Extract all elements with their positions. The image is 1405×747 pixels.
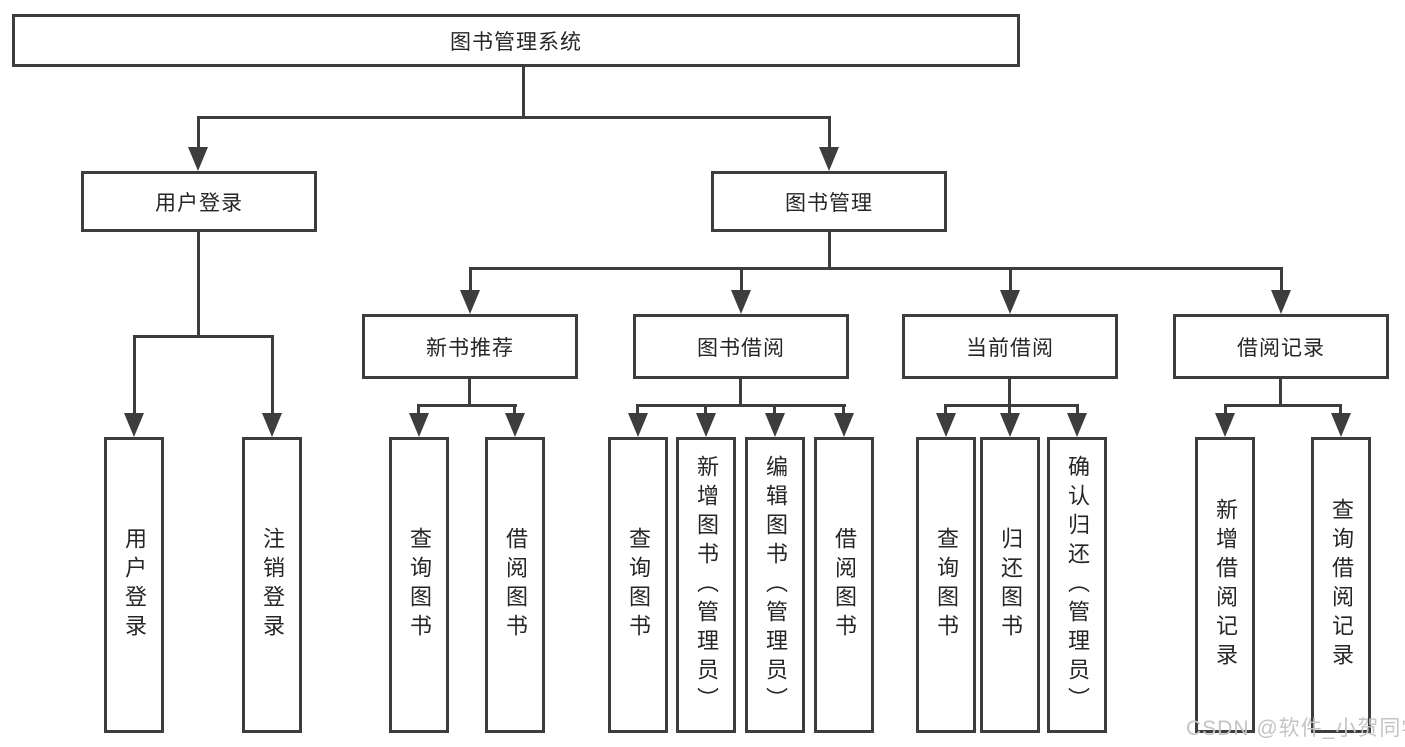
connector-book-borrow-stem xyxy=(739,377,742,407)
connector-root-stem xyxy=(522,66,525,118)
arrowhead xyxy=(936,413,956,437)
connector-arm xyxy=(1339,404,1342,415)
arrowhead-user-login xyxy=(188,147,208,171)
connector-borrow-records-stem xyxy=(1279,377,1282,407)
arrowhead xyxy=(1067,413,1087,437)
arrowhead-current-borrow xyxy=(1000,290,1020,314)
connector-book-management-horizontal xyxy=(469,267,1283,270)
connector-arm xyxy=(513,404,516,415)
connector-book-borrow-horizontal xyxy=(636,404,846,407)
arrowhead-borrow-records xyxy=(1271,290,1291,314)
node-root: 图书管理系统 xyxy=(12,14,1020,67)
leaf-edit-books-admin: 编辑图书（管理员） xyxy=(745,437,805,733)
connector-new-book-stem xyxy=(468,377,471,407)
connector-arm-new-book xyxy=(469,267,472,292)
leaf-logout: 注销登录 xyxy=(242,437,302,733)
node-current-borrow: 当前借阅 xyxy=(902,314,1118,379)
arrowhead-new-book xyxy=(460,290,480,314)
arrowhead xyxy=(505,413,525,437)
node-book-borrow: 图书借阅 xyxy=(633,314,849,379)
connector-current-borrow-horizontal xyxy=(944,404,1079,407)
connector-arm xyxy=(773,404,776,415)
connector-arm-book-borrow xyxy=(740,267,743,292)
connector-arm xyxy=(1224,404,1227,415)
leaf-return-books: 归还图书 xyxy=(980,437,1040,733)
connector-arm xyxy=(417,404,420,415)
arrowhead-leaf-user-login xyxy=(124,413,144,437)
connector-arm-user-login xyxy=(197,116,200,149)
leaf-borrow-books: 借阅图书 xyxy=(814,437,874,733)
connector-arm xyxy=(1076,404,1079,415)
leaf-user-login: 用户登录 xyxy=(104,437,164,733)
connector-arm-borrow-records xyxy=(1280,267,1283,292)
connector-arm xyxy=(1008,404,1011,415)
connector-arm xyxy=(704,404,707,415)
connector-arm xyxy=(944,404,947,415)
node-book-management: 图书管理 xyxy=(711,171,947,232)
connector-arm-book-management xyxy=(828,116,831,149)
arrowhead xyxy=(1000,413,1020,437)
connector-user-login-stem xyxy=(197,230,200,337)
leaf-add-books-admin: 新增图书（管理员） xyxy=(676,437,736,733)
connector-arm-leaf-user-login xyxy=(133,335,136,415)
leaf-query-borrow-record: 查询借阅记录 xyxy=(1311,437,1371,733)
connector-user-login-horizontal xyxy=(133,335,274,338)
leaf-query-books-recommend: 查询图书 xyxy=(389,437,449,733)
connector-arm-leaf-logout xyxy=(271,335,274,415)
node-borrow-records: 借阅记录 xyxy=(1173,314,1389,379)
connector-arm-current-borrow xyxy=(1009,267,1012,292)
connector-arm xyxy=(636,404,639,415)
connector-book-management-stem xyxy=(828,230,831,270)
arrowhead xyxy=(1331,413,1351,437)
node-user-login: 用户登录 xyxy=(81,171,317,232)
node-new-book-recommend: 新书推荐 xyxy=(362,314,578,379)
arrowhead xyxy=(765,413,785,437)
leaf-confirm-return-admin: 确认归还（管理员） xyxy=(1047,437,1107,733)
arrowhead-leaf-logout xyxy=(262,413,282,437)
leaf-query-books-borrow: 查询图书 xyxy=(608,437,668,733)
connector-arm xyxy=(842,404,845,415)
arrowhead-book-borrow xyxy=(731,290,751,314)
connector-new-book-horizontal xyxy=(418,404,517,407)
arrowhead xyxy=(628,413,648,437)
leaf-add-borrow-record: 新增借阅记录 xyxy=(1195,437,1255,733)
connector-root-horizontal xyxy=(197,116,831,119)
arrowhead xyxy=(409,413,429,437)
watermark: CSDN @软件_小贺同学 xyxy=(1186,717,1405,740)
connector-current-borrow-stem xyxy=(1008,377,1011,407)
arrowhead-book-management xyxy=(819,147,839,171)
arrowhead xyxy=(1215,413,1235,437)
leaf-query-books-current: 查询图书 xyxy=(916,437,976,733)
leaf-borrow-books-recommend: 借阅图书 xyxy=(485,437,545,733)
arrowhead xyxy=(834,413,854,437)
arrowhead xyxy=(696,413,716,437)
connector-borrow-records-horizontal xyxy=(1224,404,1342,407)
